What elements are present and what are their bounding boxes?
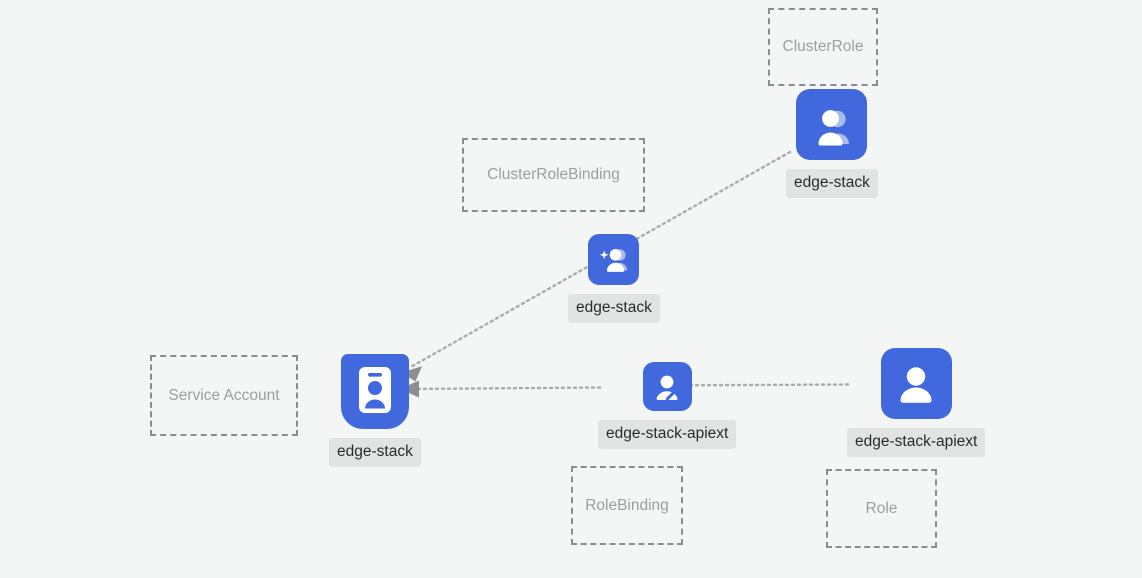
node-label-rolebinding: edge-stack-apiext	[598, 420, 737, 449]
node-serviceaccount[interactable]: edge-stack	[329, 354, 421, 467]
node-label-clusterrole: edge-stack	[786, 169, 878, 198]
node-clusterrolebinding[interactable]: edge-stack	[568, 234, 660, 323]
person-edit-icon[interactable]	[642, 362, 692, 411]
edge-rolebinding-to-serviceaccount	[400, 380, 602, 398]
node-label-serviceaccount: edge-stack	[329, 438, 421, 467]
kind-box-serviceaccount: Service Account	[150, 355, 298, 436]
kind-label-clusterrolebinding: ClusterRoleBinding	[487, 166, 620, 183]
kind-box-rolebinding: RoleBinding	[571, 466, 683, 545]
kind-box-clusterrolebinding: ClusterRoleBinding	[462, 138, 645, 212]
node-label-clusterrolebinding: edge-stack	[568, 294, 660, 323]
kind-box-role: Role	[826, 469, 937, 548]
kind-label-serviceaccount: Service Account	[168, 386, 280, 404]
kind-label-clusterrole: ClusterRole	[782, 38, 864, 55]
group-add-icon[interactable]	[588, 234, 640, 285]
kind-label-rolebinding: RoleBinding	[585, 496, 669, 514]
kind-box-clusterrole: ClusterRole	[768, 8, 878, 86]
node-role[interactable]: edge-stack-apiext	[847, 348, 986, 457]
node-clusterrole[interactable]: edge-stack	[786, 89, 878, 198]
kind-label-role: Role	[865, 499, 898, 517]
group-people-icon[interactable]	[796, 89, 868, 160]
node-rolebinding[interactable]: edge-stack-apiext	[598, 362, 737, 449]
person-icon[interactable]	[880, 348, 952, 419]
node-label-role: edge-stack-apiext	[847, 428, 986, 457]
id-badge-icon[interactable]	[340, 354, 409, 429]
